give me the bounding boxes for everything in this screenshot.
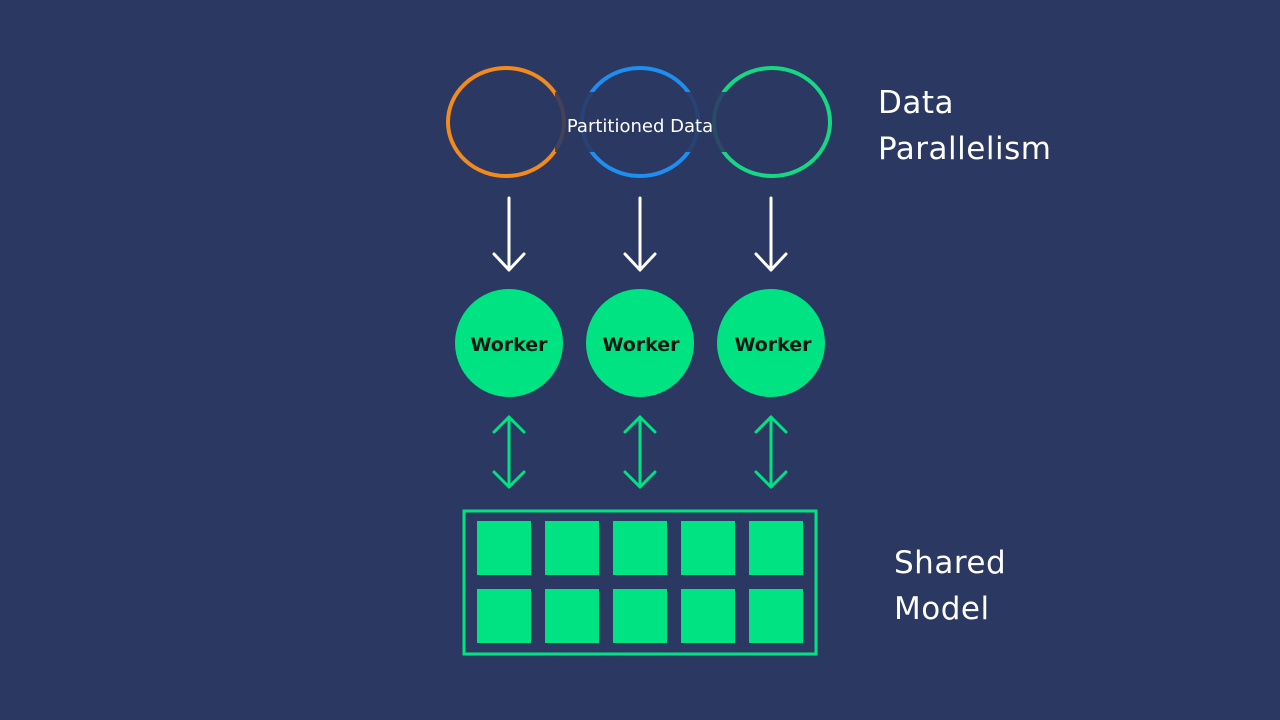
shared-model-title: Shared Model [894,540,1006,632]
model-parameter-cell [477,589,531,643]
model-parameter-cell [749,521,803,575]
partition-rings [446,66,832,178]
arrow-down-icon [492,196,526,272]
model-parameter-cell [681,589,735,643]
model-parameter-cell [613,589,667,643]
worker-label: Worker [470,334,548,356]
shared-model-frame [462,509,818,656]
model-parameter-cell [545,521,599,575]
worker-label: Worker [734,334,812,356]
worker-node: Worker [717,289,825,397]
bidirectional-arrow-icon [623,415,657,489]
shared-model-grid [477,521,803,643]
model-parameter-cell [613,521,667,575]
title-line: Model [894,591,990,627]
sync-arrows [492,415,788,489]
model-parameter-cell [545,589,599,643]
worker-node: Worker [586,289,694,397]
worker-label: Worker [602,334,680,356]
partition-ring-1 [446,66,566,178]
down-arrows [492,196,788,272]
model-parameter-cell [749,589,803,643]
title-line: Data [878,85,955,121]
workers: Worker Worker Worker [455,289,825,397]
model-parameter-cell [477,521,531,575]
bidirectional-arrow-icon [492,415,526,489]
arrow-down-icon [623,196,657,272]
data-parallelism-title: Data Parallelism [878,80,1051,172]
worker-node: Worker [455,289,563,397]
model-parameter-cell [681,521,735,575]
partitioned-data-label: Partitioned Data [567,116,713,137]
title-line: Shared [894,545,1007,581]
bidirectional-arrow-icon [754,415,788,489]
title-line: Parallelism [878,131,1052,167]
arrow-down-icon [754,196,788,272]
